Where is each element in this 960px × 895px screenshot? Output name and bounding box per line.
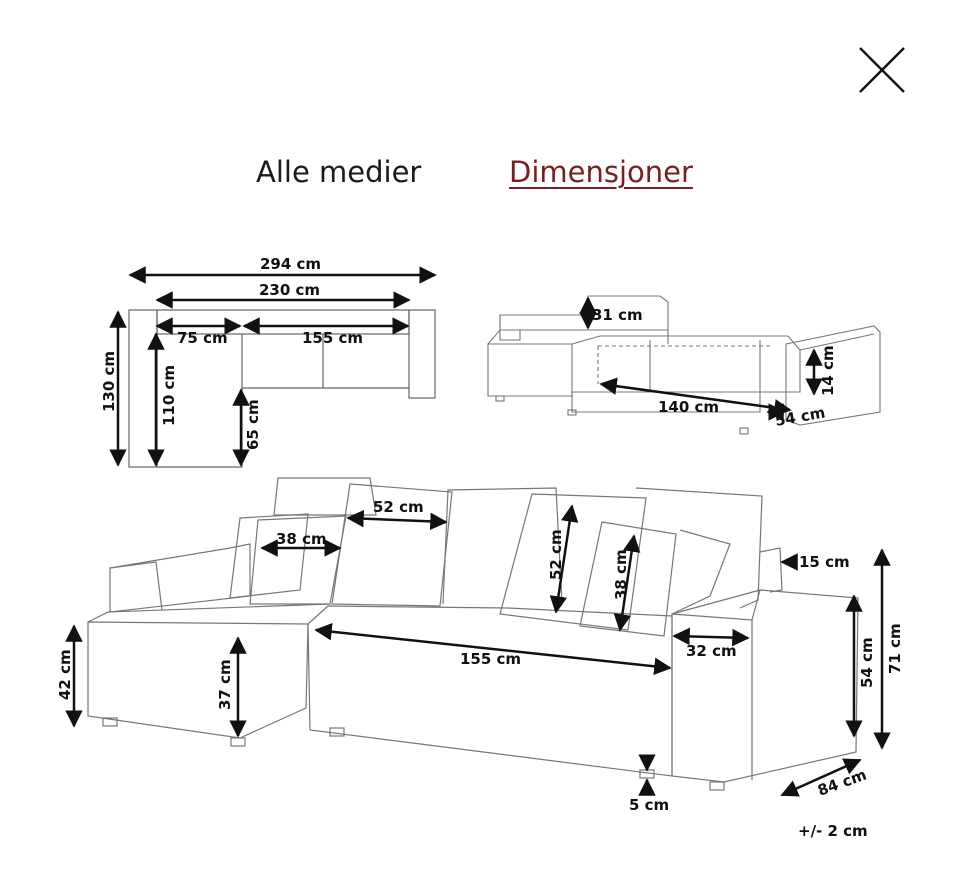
pillow-small-width: 38 cm xyxy=(276,530,327,548)
media-tabs: Alle medier Dimensjoner xyxy=(0,150,960,200)
plan-total-width: 294 cm xyxy=(260,255,321,273)
total-height: 71 cm xyxy=(886,623,904,674)
chaise-height: 42 cm xyxy=(56,649,74,700)
dimension-drawing: 294 cm 230 cm 75 cm 155 cm 130 cm 110 cm… xyxy=(56,255,904,814)
depth: 84 cm xyxy=(815,766,869,800)
back-thickness: 15 cm xyxy=(799,553,850,571)
tab-dimensions[interactable]: Dimensjoner xyxy=(509,155,693,189)
seat-width: 155 cm xyxy=(460,650,521,668)
bed-storage-height: 14 cm xyxy=(819,345,837,396)
bed-backrest-height: 31 cm xyxy=(592,306,643,324)
pillow-large-height: 52 cm xyxy=(547,529,565,580)
armrest-height: 54 cm xyxy=(858,637,876,688)
seat-height: 37 cm xyxy=(216,659,234,710)
front-dimensions xyxy=(65,504,891,797)
tab-all-media[interactable]: Alle medier xyxy=(256,155,422,189)
pillow-small-height: 38 cm xyxy=(612,549,630,600)
plan-chaise-extension: 65 cm xyxy=(244,399,262,450)
plan-inner-width: 230 cm xyxy=(259,281,320,299)
close-icon[interactable] xyxy=(854,42,910,98)
front-view xyxy=(87,477,859,791)
armrest-width: 32 cm xyxy=(686,642,737,660)
tolerance-note: +/- 2 cm xyxy=(798,822,868,840)
plan-main-width: 155 cm xyxy=(302,329,363,347)
plan-dimensions xyxy=(109,266,437,467)
bed-dimensions xyxy=(579,296,823,421)
plan-chaise-width: 75 cm xyxy=(177,329,228,347)
bed-length: 140 cm xyxy=(658,398,719,416)
leg-height: 5 cm xyxy=(629,796,669,814)
pillow-large-width: 52 cm xyxy=(373,498,424,516)
bed-width: 54 cm xyxy=(774,403,827,430)
plan-total-depth: 130 cm xyxy=(100,351,118,412)
plan-inner-depth: 110 cm xyxy=(160,365,178,426)
